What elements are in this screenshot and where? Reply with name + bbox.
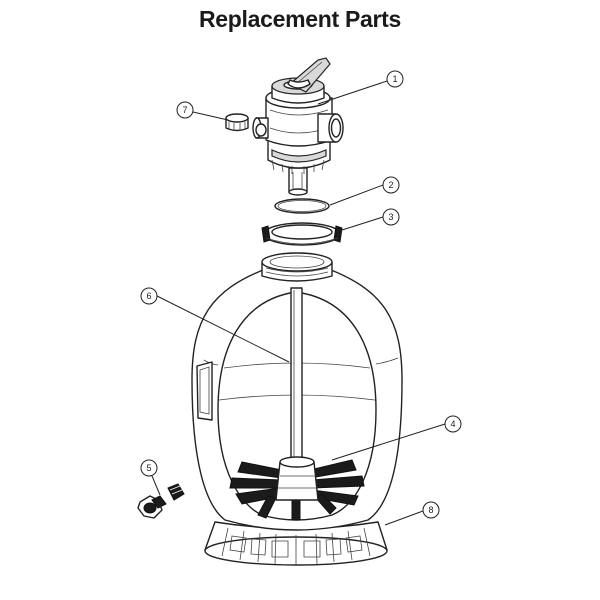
part-standpipe — [290, 287, 303, 461]
callout-4: 4 — [444, 415, 462, 433]
part-multiport-valve — [252, 57, 344, 196]
part-cap — [225, 113, 249, 132]
callout-3: 3 — [382, 208, 400, 226]
callout-5: 5 — [140, 459, 158, 477]
callout-1: 1 — [386, 70, 404, 88]
part-clamp-ring — [261, 222, 343, 246]
callout-7-label: 7 — [182, 105, 187, 115]
callout-8: 8 — [422, 501, 440, 519]
callout-5-label: 5 — [146, 463, 151, 473]
part-lateral-assembly — [229, 456, 365, 521]
callout-1-label: 1 — [392, 74, 397, 84]
part-base-stand — [204, 521, 388, 566]
part-drain-plug — [137, 483, 185, 519]
callout-8-label: 8 — [428, 505, 433, 515]
callout-4-label: 4 — [450, 419, 455, 429]
callout-7: 7 — [176, 101, 194, 119]
callout-2: 2 — [382, 176, 400, 194]
part-o-ring — [274, 198, 330, 214]
leader-lines — [151, 80, 446, 526]
callout-6: 6 — [140, 287, 158, 305]
callout-6-label: 6 — [146, 291, 151, 301]
callout-3-label: 3 — [388, 212, 393, 222]
callout-2-label: 2 — [388, 180, 393, 190]
page-title: Replacement Parts — [199, 6, 401, 32]
